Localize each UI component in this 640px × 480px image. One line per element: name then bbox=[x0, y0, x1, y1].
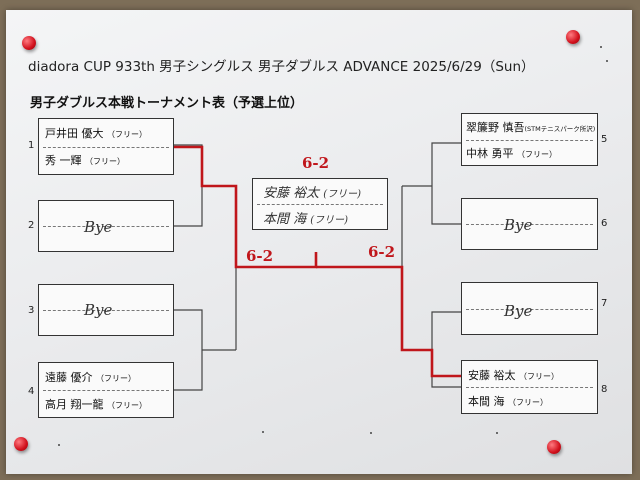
slot-number: 3 bbox=[28, 305, 35, 316]
slot-number: 5 bbox=[601, 134, 608, 145]
bye-label: Bye bbox=[504, 302, 533, 320]
page-title: diadora CUP 933th 男子シングルス 男子ダブルス ADVANCE… bbox=[28, 59, 535, 75]
final-score: 6-2 bbox=[302, 154, 330, 172]
club-name: （フリー） bbox=[85, 157, 125, 166]
player-name: 翠簾野 慎吾 bbox=[466, 121, 525, 134]
player-name: 高月 翔一龍 bbox=[45, 398, 104, 411]
player-name: 安藤 裕太 bbox=[263, 186, 320, 201]
draw-slot-7: Bye bbox=[461, 282, 598, 335]
club-name: （フリー） bbox=[107, 130, 147, 139]
right-semi-score: 6-2 bbox=[368, 243, 396, 261]
draw-slot-3: Bye bbox=[38, 284, 174, 336]
club-name: (フリー) bbox=[310, 215, 349, 226]
player-name: 秀 一輝 bbox=[45, 154, 82, 167]
bye-label: Bye bbox=[504, 216, 533, 234]
slot-number: 6 bbox=[601, 218, 608, 229]
club-name: （フリー） bbox=[508, 398, 548, 407]
bye-label: Bye bbox=[84, 218, 113, 236]
player-name: 中林 勇平 bbox=[466, 147, 514, 160]
player-name: 安藤 裕太 bbox=[468, 369, 516, 382]
draw-slot-6: Bye bbox=[461, 198, 598, 250]
draw-slot-8: 安藤 裕太 （フリー） 本間 海 （フリー） bbox=[461, 360, 598, 414]
bye-label: Bye bbox=[84, 301, 113, 319]
player-name: 戸井田 優大 bbox=[45, 127, 104, 140]
left-semi-score: 6-2 bbox=[246, 247, 274, 265]
draw-slot-4: 遠藤 優介 （フリー） 高月 翔一龍 （フリー） bbox=[38, 362, 174, 418]
champion-box: 安藤 裕太 (フリー) 本間 海 (フリー) bbox=[252, 178, 388, 230]
push-pin-top-left bbox=[22, 36, 36, 50]
club-name: （フリー） bbox=[519, 372, 559, 381]
club-name: （フリー） bbox=[517, 150, 557, 159]
push-pin-bottom-right bbox=[547, 440, 561, 454]
player-name: 本間 海 bbox=[263, 212, 307, 227]
slot-number: 1 bbox=[28, 140, 35, 151]
slot-number: 4 bbox=[28, 386, 35, 397]
club-name: (STMテニスパーク所沢) bbox=[524, 125, 596, 133]
draw-slot-2: Bye bbox=[38, 200, 174, 252]
slot-number: 7 bbox=[601, 298, 608, 309]
slot-number: 2 bbox=[28, 220, 35, 231]
player-name: 本間 海 bbox=[468, 395, 505, 408]
draw-slot-5: 翠簾野 慎吾(STMテニスパーク所沢) 中林 勇平 （フリー） bbox=[461, 113, 598, 166]
push-pin-bottom-left bbox=[14, 437, 28, 451]
club-name: （フリー） bbox=[96, 374, 136, 383]
club-name: （フリー） bbox=[107, 401, 147, 410]
club-name: (フリー) bbox=[323, 189, 362, 200]
slot-number: 8 bbox=[601, 384, 608, 395]
bracket-subtitle: 男子ダブルス本戦トーナメント表（予選上位） bbox=[30, 96, 304, 111]
player-name: 遠藤 優介 bbox=[45, 371, 93, 384]
push-pin-top-right bbox=[566, 30, 580, 44]
draw-slot-1: 戸井田 優大 （フリー） 秀 一輝 （フリー） bbox=[38, 118, 174, 175]
